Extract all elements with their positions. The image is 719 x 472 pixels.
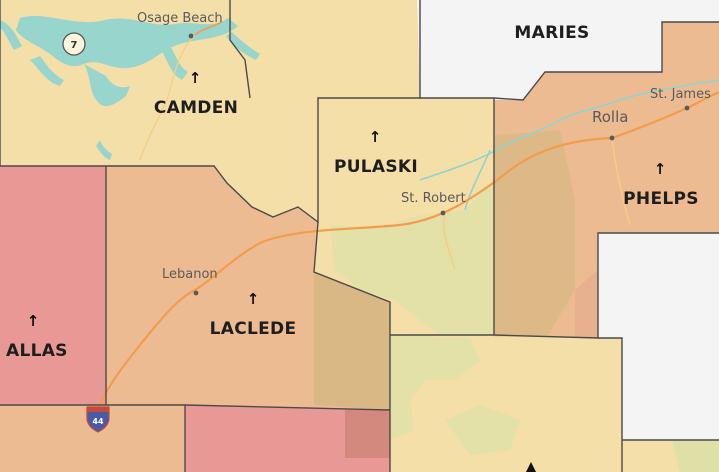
- forest-area-bottom: [390, 335, 480, 440]
- state-route-marker: 7: [62, 32, 86, 56]
- city-label-rolla: Rolla: [592, 108, 628, 126]
- route-osage: [194, 21, 223, 36]
- trend-up-icon-laclede: ↑: [247, 290, 260, 308]
- trend-up-icon-partial: [526, 462, 536, 472]
- city-dot-osage-beach: [188, 33, 194, 39]
- city-label-st-robert: St. Robert: [401, 191, 466, 206]
- trend-up-icon-dallas: ↑: [27, 312, 40, 330]
- interstate-number-label: 44: [92, 417, 104, 426]
- city-dot-rolla: [609, 135, 615, 141]
- fort-area-laclede: [314, 272, 390, 410]
- route-badge-icon: [62, 32, 86, 56]
- fort-area-bottom: [345, 410, 390, 458]
- forest-area-phelps-b: [575, 270, 598, 338]
- city-dot-lebanon: [193, 290, 199, 296]
- trend-up-icon-camden: ↑: [189, 69, 202, 87]
- county-bottom-left[interactable]: [0, 405, 185, 472]
- route-number-label: 7: [71, 40, 78, 51]
- trend-up-icon-phelps: ↑: [654, 160, 667, 178]
- interstate-shield: 44: [86, 406, 110, 433]
- interstate-44-route: [95, 90, 719, 413]
- forest-area-pulaski: [330, 180, 494, 335]
- county-label-dallas[interactable]: ALLAS: [6, 341, 68, 361]
- interstate-shield-icon: [86, 406, 110, 433]
- county-label-pulaski[interactable]: PULASKI: [334, 157, 418, 177]
- city-label-osage-beach: Osage Beach: [137, 11, 223, 26]
- minor-roads: [139, 34, 631, 271]
- rivers: [419, 79, 719, 211]
- city-dot-st-james: [684, 105, 690, 111]
- county-label-maries[interactable]: MARIES: [514, 23, 589, 43]
- county-bottom-red[interactable]: [185, 405, 390, 472]
- county-label-phelps[interactable]: PHELPS: [623, 189, 699, 209]
- county-label-camden[interactable]: CAMDEN: [154, 98, 238, 118]
- county-label-laclede[interactable]: LACLEDE: [210, 319, 297, 339]
- city-label-lebanon: Lebanon: [162, 267, 218, 282]
- city-dot-st-robert: [440, 210, 446, 216]
- forest-area-phelps: [494, 130, 575, 338]
- forest-area-far-right: [672, 440, 719, 472]
- county-dallas[interactable]: [0, 166, 106, 405]
- county-right-nodata[interactable]: [598, 233, 719, 440]
- city-markers: [188, 33, 690, 296]
- trend-up-icon-pulaski: ↑: [369, 128, 382, 146]
- forest-area-bottom-b: [445, 405, 520, 455]
- county-maries[interactable]: [417, 0, 719, 100]
- city-label-st-james: St. James: [650, 87, 711, 102]
- interstate-shield-band: [87, 407, 109, 412]
